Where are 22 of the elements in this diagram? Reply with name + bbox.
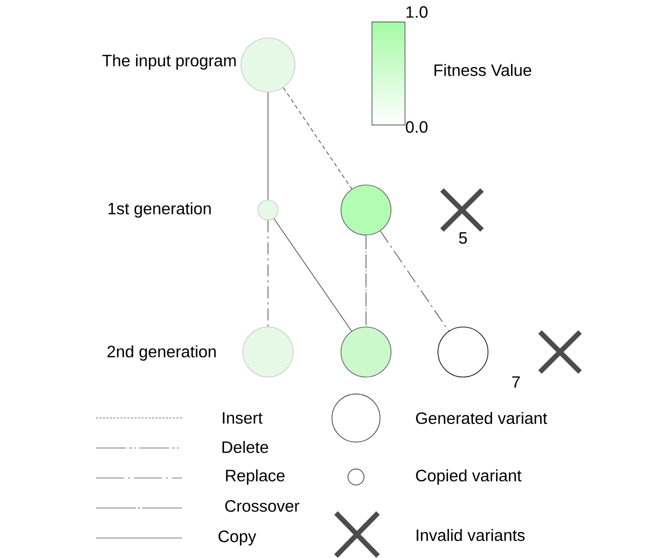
- legend-label: Delete: [222, 440, 268, 454]
- legend-label: Copy: [218, 530, 256, 546]
- variant-circle: [258, 200, 278, 220]
- legend-label: Insert: [222, 412, 263, 424]
- scale-value: 1.0: [406, 6, 428, 18]
- legend-label: Replace: [226, 469, 285, 485]
- variant-circle: [242, 326, 294, 378]
- variant-circle: [340, 326, 392, 378]
- legend-label: Invalid variants: [416, 528, 525, 542]
- connector-line: [380, 230, 450, 332]
- variant-circle: [340, 184, 392, 236]
- variant-circle: [438, 326, 488, 378]
- legend-label: Copied variant: [416, 469, 522, 485]
- scale-value: 0.0: [406, 121, 428, 133]
- legend-label: Generated variant: [416, 412, 548, 424]
- count-number: 5: [459, 232, 467, 244]
- legend-label: Crossover: [225, 500, 300, 512]
- connector-line: [283, 87, 352, 190]
- count-number: 7: [512, 376, 520, 388]
- scale-title: Fitness Value: [434, 64, 532, 76]
- variant-circle: [240, 38, 296, 92]
- connector-line: [274, 218, 352, 332]
